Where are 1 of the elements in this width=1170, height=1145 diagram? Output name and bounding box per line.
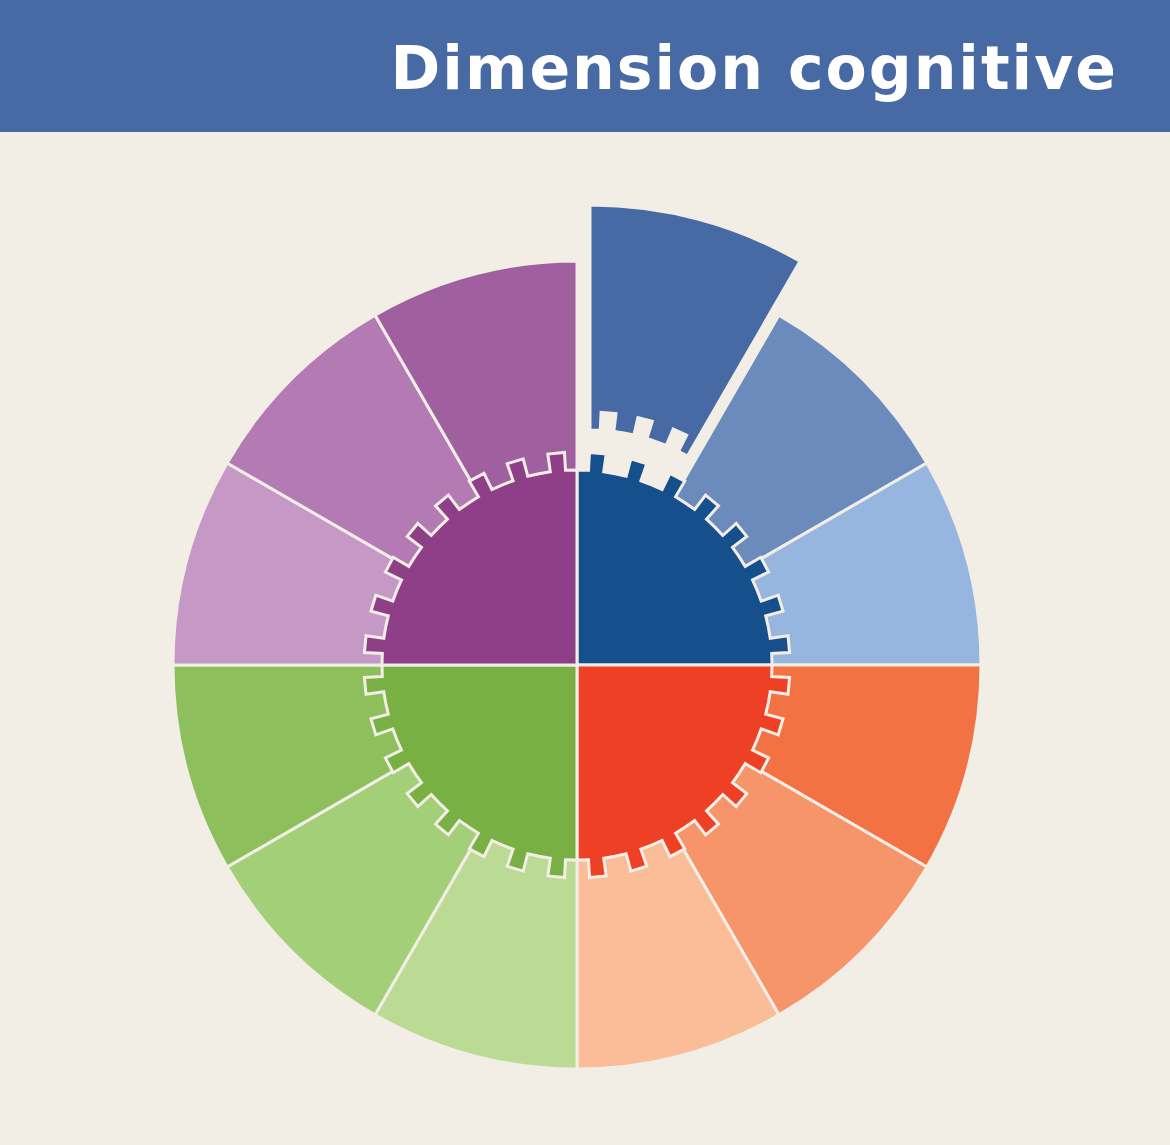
title: Dimension cognitive: [390, 32, 1118, 105]
